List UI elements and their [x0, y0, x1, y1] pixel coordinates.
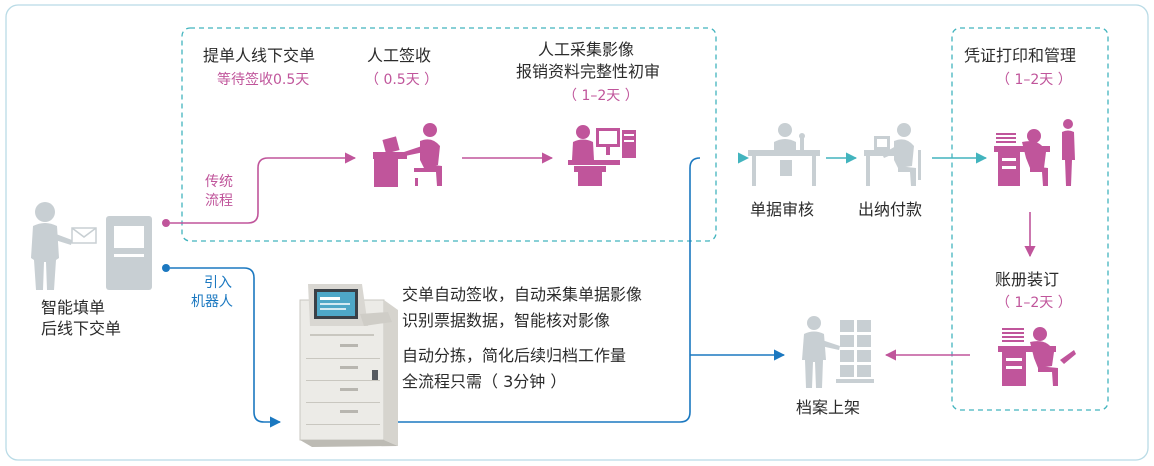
traditional-group-box	[181, 27, 717, 242]
traditional-start-dot	[162, 219, 170, 227]
robot-desc-line-3: 自动分拣，简化后续归档工作量	[402, 346, 627, 365]
binding-title: 账册装订	[995, 270, 1060, 289]
left-actor-label-line1: 智能填单	[41, 298, 106, 317]
traditional-path-line	[170, 152, 357, 224]
person-at-computer-icon	[568, 125, 636, 186]
reviewer-icon	[748, 123, 820, 186]
robot-desc-line-4: 全流程只需（ 3分钟 ）	[402, 372, 567, 391]
step3-note: （ 1–2天 ）	[563, 88, 639, 104]
step2-title: 人工签收	[367, 46, 432, 65]
robot-kiosk-icon	[299, 284, 398, 447]
robot-exit-line	[398, 157, 701, 423]
traditional-path-label-line2: 流程	[205, 193, 233, 209]
cashier-icon	[864, 123, 921, 186]
archive-shelf-icon	[802, 316, 874, 388]
voucher-title: 凭证打印和管理	[964, 46, 1077, 65]
voucher-note: （ 1–2天 ）	[996, 72, 1072, 88]
person-at-desk-icon	[373, 123, 442, 187]
step1-note: 等待签收0.5天	[217, 72, 310, 88]
robot-path-line	[170, 267, 282, 428]
traditional-path-label-line1: 传统	[205, 174, 233, 190]
printing-worker-icon	[994, 119, 1075, 186]
step3-title-line2: 报销资料完整性初审	[516, 62, 661, 81]
manual-tail-group-box	[951, 27, 1109, 411]
archive-title: 档案上架	[796, 398, 861, 417]
person-with-letter-icon	[31, 202, 152, 290]
robot-path-label-line1: 引入	[204, 275, 232, 291]
robot-desc-line-2: 识别票据数据，智能核对影像	[402, 311, 611, 330]
step3-title-line1: 人工采集影像	[538, 40, 635, 59]
binding-note: （ 1–2天 ）	[996, 295, 1072, 311]
robot-start-dot	[162, 264, 170, 272]
step2-note: （ 0.5天 ）	[365, 72, 439, 88]
binding-worker-icon	[998, 327, 1076, 386]
robot-desc-line-1: 交单自动签收，自动采集单据影像	[402, 285, 643, 304]
robot-path-label-line2: 机器人	[191, 294, 233, 310]
step1-title: 提单人线下交单	[203, 46, 316, 65]
payment-title: 出纳付款	[858, 200, 923, 219]
review-title: 单据审核	[750, 200, 815, 219]
left-actor-label-line2: 后线下交单	[41, 319, 122, 338]
outer-frame	[5, 4, 1149, 461]
